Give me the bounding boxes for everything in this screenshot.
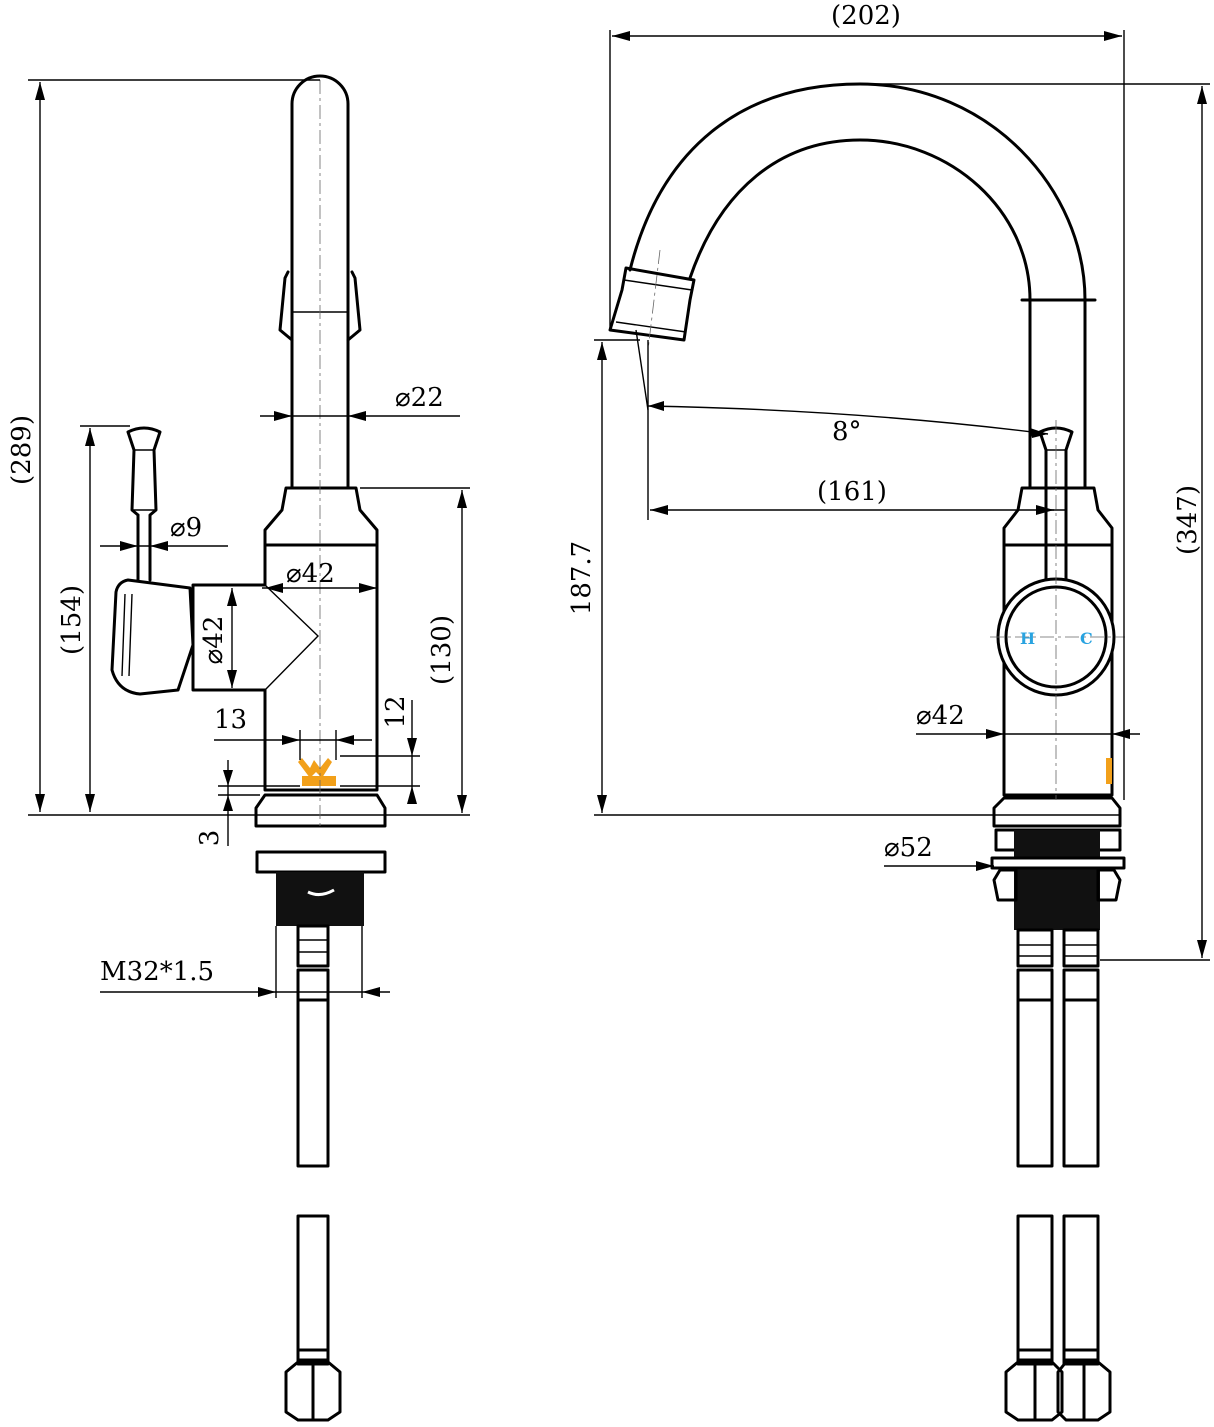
side-body bbox=[263, 543, 379, 792]
front-base-flange bbox=[992, 796, 1122, 828]
dim-side-3: 3 bbox=[195, 830, 225, 847]
side-brand-logo bbox=[298, 758, 336, 786]
dim-side-handle-height: (154) bbox=[57, 585, 87, 655]
dim-front-angle: 8° bbox=[832, 417, 862, 447]
side-handle-cap bbox=[110, 578, 195, 696]
front-body bbox=[1002, 543, 1114, 797]
dim-side-13: 13 bbox=[214, 705, 247, 735]
side-hose-upper bbox=[296, 998, 330, 1168]
dim-side-spout-diameter: ⌀22 bbox=[395, 383, 444, 413]
front-brand-logo bbox=[1106, 758, 1112, 784]
side-spout bbox=[290, 74, 350, 490]
dim-side-handle-diameter: ⌀9 bbox=[170, 513, 202, 543]
dim-front-outlet-height: 187.7 bbox=[567, 541, 597, 615]
dim-front-base-diameter: ⌀52 bbox=[884, 833, 933, 863]
side-hose-fitting bbox=[296, 924, 330, 968]
side-lever bbox=[126, 426, 162, 582]
side-washer bbox=[255, 850, 387, 874]
side-threaded-shank bbox=[276, 872, 364, 926]
front-label-cold: C bbox=[1080, 629, 1093, 648]
dim-side-body-diameter: ⌀42 bbox=[286, 559, 335, 589]
dim-front-outlet: (161) bbox=[817, 477, 887, 507]
front-label-hot: H bbox=[1020, 629, 1035, 648]
side-spout-clip bbox=[278, 270, 362, 342]
front-aerator bbox=[608, 266, 696, 342]
dim-side-boss-diameter: ⌀42 bbox=[199, 616, 229, 665]
dim-front-total-height: (347) bbox=[1173, 485, 1203, 555]
dim-front-body-diameter: ⌀42 bbox=[916, 701, 965, 731]
front-body-collar bbox=[1002, 486, 1114, 547]
side-body-collar bbox=[263, 486, 379, 547]
dim-side-overall-height: (289) bbox=[7, 415, 37, 485]
front-hoses bbox=[1004, 928, 1112, 1422]
side-hose-lower bbox=[296, 1214, 330, 1362]
dim-side-thread: M32*1.5 bbox=[100, 957, 214, 987]
side-view: (289) (154) ⌀22 ⌀9 ⌀42 ⌀42 (130) 13 bbox=[7, 74, 470, 1422]
side-base-flange bbox=[254, 793, 387, 828]
front-mounting-bracket bbox=[990, 828, 1126, 930]
dim-front-reach: (202) bbox=[831, 1, 901, 31]
front-view: H C bbox=[567, 1, 1210, 1422]
dim-side-12: 12 bbox=[381, 695, 411, 728]
dim-side-body-height: (130) bbox=[427, 615, 457, 685]
side-hex-nut bbox=[284, 1360, 342, 1422]
